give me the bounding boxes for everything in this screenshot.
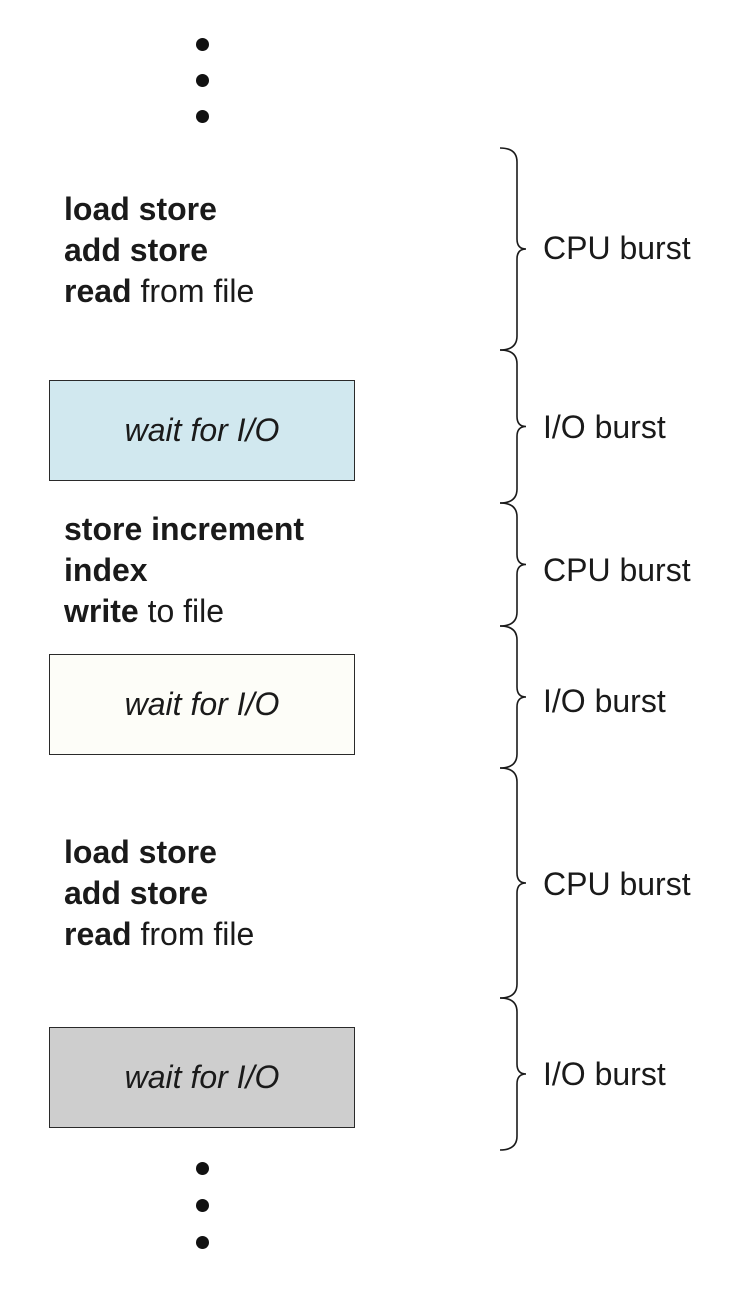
dot bbox=[196, 74, 209, 87]
io-wait-text: wait for I/O bbox=[124, 412, 280, 448]
dot bbox=[196, 1162, 209, 1175]
cpu-instructions-2: store increment index write to file bbox=[64, 509, 304, 632]
instruction-line: add store bbox=[64, 875, 209, 911]
io-wait-box-2: wait for I/O bbox=[49, 654, 355, 755]
dot bbox=[196, 1236, 209, 1249]
instruction-line: store increment bbox=[64, 511, 305, 547]
cpu-instructions-3: load store add store read from file bbox=[64, 832, 254, 955]
instruction-line: load store bbox=[64, 834, 217, 870]
burst-brace-1 bbox=[499, 147, 527, 351]
cpu-burst-label-2: CPU burst bbox=[543, 552, 691, 588]
instruction-line: read from file bbox=[64, 916, 255, 952]
burst-brace-6 bbox=[499, 997, 527, 1151]
io-wait-text: wait for I/O bbox=[124, 686, 280, 722]
burst-brace-3 bbox=[499, 502, 527, 627]
cpu-burst-label-3: CPU burst bbox=[543, 866, 691, 902]
io-burst-label-2: I/O burst bbox=[543, 683, 666, 719]
burst-brace-4 bbox=[499, 625, 527, 769]
dot bbox=[196, 38, 209, 51]
dot bbox=[196, 1199, 209, 1212]
dot bbox=[196, 110, 209, 123]
io-wait-box-1: wait for I/O bbox=[49, 380, 355, 481]
cpu-burst-label-1: CPU burst bbox=[543, 230, 691, 266]
io-wait-box-3: wait for I/O bbox=[49, 1027, 355, 1128]
burst-brace-2 bbox=[499, 349, 527, 504]
instruction-line: read from file bbox=[64, 273, 255, 309]
io-wait-text: wait for I/O bbox=[124, 1059, 280, 1095]
burst-brace-5 bbox=[499, 767, 527, 999]
io-burst-label-1: I/O burst bbox=[543, 409, 666, 445]
instruction-line: add store bbox=[64, 232, 209, 268]
cpu-instructions-1: load store add store read from file bbox=[64, 189, 254, 312]
instruction-line: write to file bbox=[64, 593, 225, 629]
io-burst-label-3: I/O burst bbox=[543, 1056, 666, 1092]
instruction-line: index bbox=[64, 552, 148, 588]
instruction-line: load store bbox=[64, 191, 217, 227]
